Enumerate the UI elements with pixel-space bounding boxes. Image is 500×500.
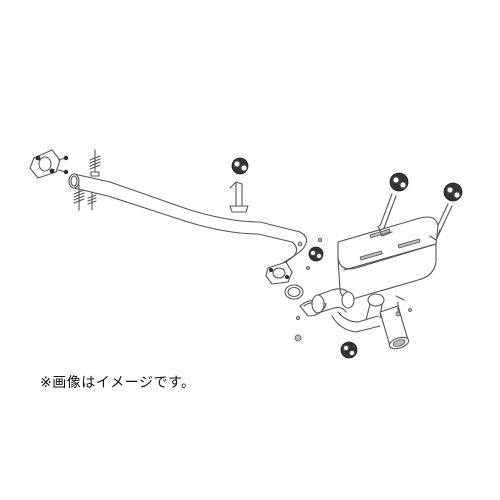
- rubber-hanger-front: [229, 157, 249, 213]
- tail-section: [331, 293, 385, 333]
- rubber-hanger-rear-left: [379, 172, 409, 229]
- mid-pipe: [311, 288, 355, 314]
- spring-bolt-upper: [89, 149, 101, 177]
- hanger-small-center: [308, 246, 324, 262]
- front-pipe: [68, 173, 308, 285]
- muffler: [337, 216, 441, 300]
- tail-pipe: [379, 305, 410, 350]
- rubber-hanger-rear-right: [431, 182, 463, 241]
- bolt-right: [395, 295, 412, 317]
- image-disclaimer-caption: ※画像はイメージです。: [40, 375, 196, 391]
- gasket-ring: [284, 284, 304, 300]
- nut-set: [294, 237, 322, 342]
- rubber-hanger-bottom: [340, 341, 358, 359]
- front-flange-gasket: [29, 149, 69, 179]
